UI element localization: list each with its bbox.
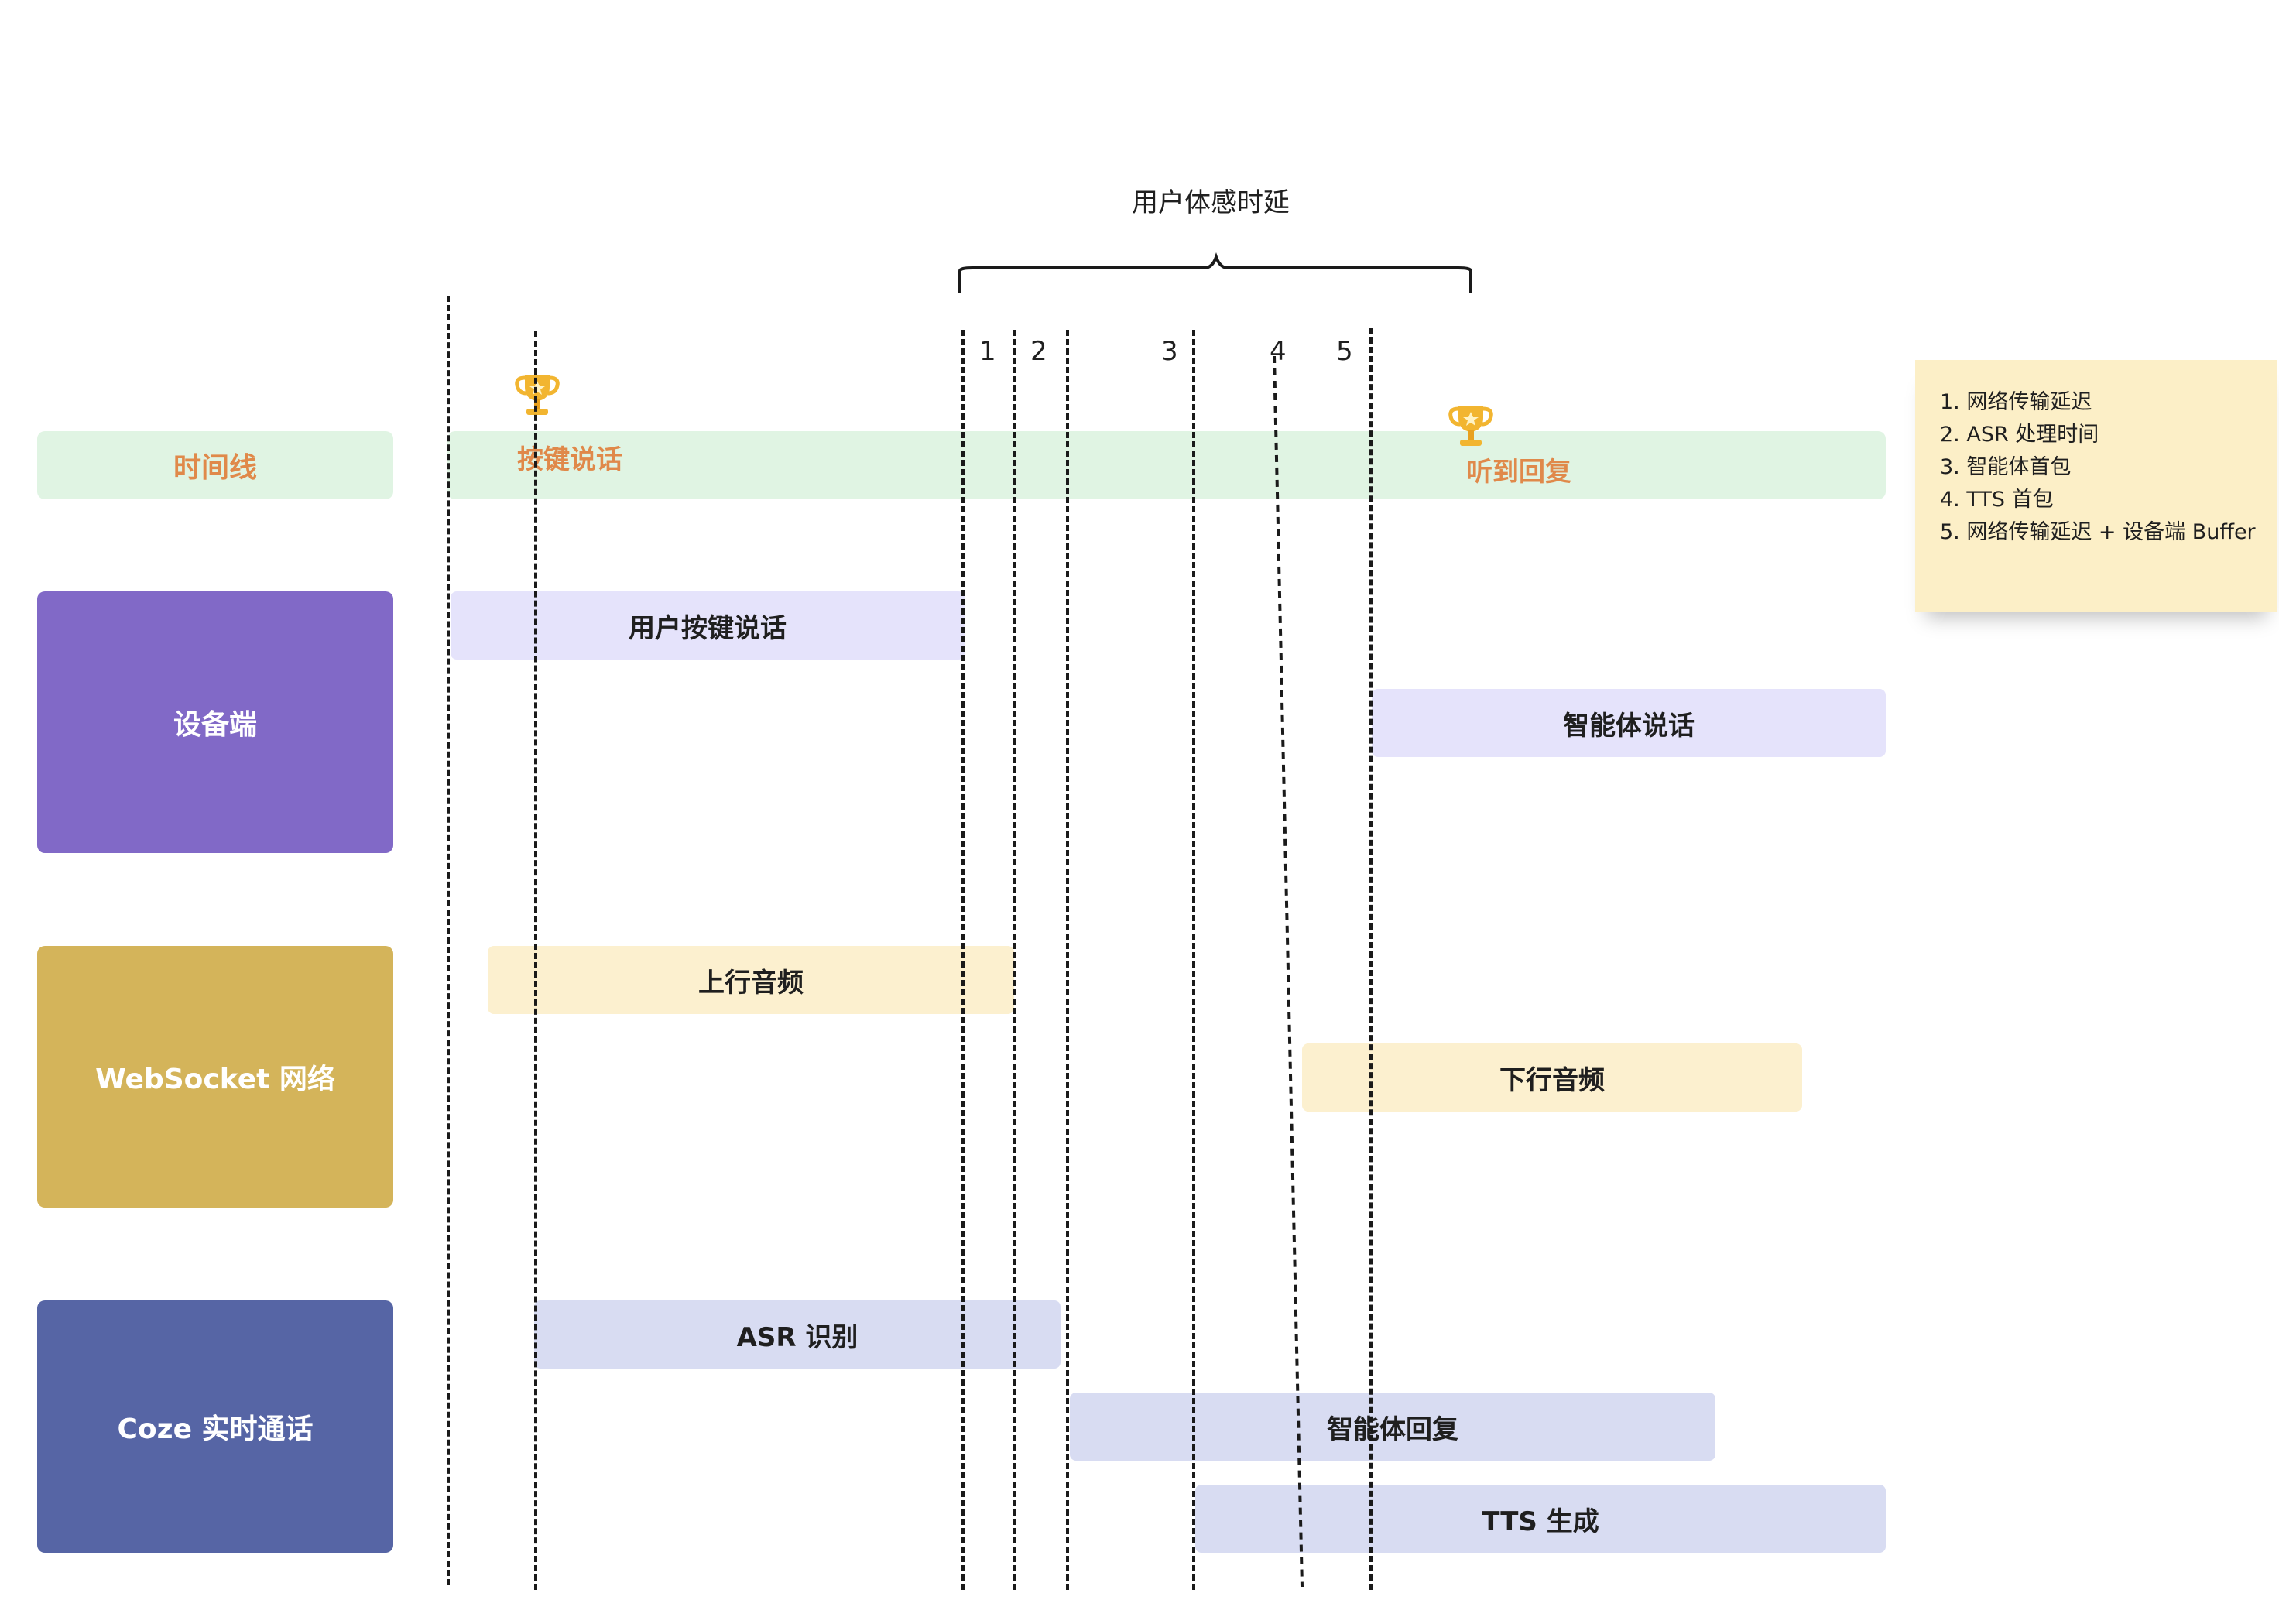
- timeline-band: [447, 431, 1886, 499]
- marker-1: 1: [979, 336, 996, 367]
- bar-uplink-label: 上行音频: [698, 967, 804, 999]
- bar-user-speak: 用户按键说话: [451, 591, 965, 660]
- note-item: 1. 网络传输延迟: [1940, 390, 2092, 414]
- marker-2: 2: [1030, 336, 1047, 367]
- note-item: 4. TTS 首包: [1940, 488, 2054, 512]
- event-press-label: 按键说话: [517, 444, 622, 475]
- note-item: 2. ASR 处理时间: [1940, 423, 2099, 447]
- note-item: 5. 网络传输延迟 + 设备端 Buffer: [1940, 520, 2256, 544]
- bar-user-speak-label: 用户按键说话: [629, 612, 787, 644]
- latency-title: 用户体感时延: [1132, 187, 1290, 218]
- latency-notes: 1. 网络传输延迟 2. ASR 处理时间 3. 智能体首包 4. TTS 首包…: [1915, 360, 2277, 612]
- bar-agent-reply: 智能体回复: [1070, 1393, 1715, 1461]
- bar-downlink-label: 下行音频: [1499, 1064, 1605, 1096]
- marker-line-5: [1369, 328, 1373, 1590]
- event-hear-label: 听到回复: [1466, 457, 1571, 488]
- latency-brace: [958, 252, 1472, 293]
- marker-line-5-slanted: [1273, 356, 1304, 1587]
- press-line: [534, 331, 537, 1590]
- bar-tts-label: TTS 生成: [1482, 1506, 1599, 1537]
- marker-line-1: [961, 330, 965, 1590]
- bar-asr: ASR 识别: [534, 1300, 1061, 1369]
- bar-tts: TTS 生成: [1195, 1485, 1886, 1553]
- timeline-start-line: [447, 296, 450, 1585]
- bar-uplink: 上行音频: [488, 946, 1014, 1014]
- lane-label-timeline: 时间线: [37, 431, 393, 499]
- lane-label-device: 设备端: [37, 591, 393, 853]
- lane-label-coze-text: Coze 实时通话: [117, 1413, 314, 1445]
- lane-label-timeline-text: 时间线: [173, 452, 257, 484]
- marker-5: 5: [1336, 336, 1353, 367]
- bar-asr-label: ASR 识别: [736, 1321, 858, 1353]
- marker-line-2: [1013, 330, 1016, 1590]
- marker-3: 3: [1161, 336, 1178, 367]
- lane-label-coze: Coze 实时通话: [37, 1300, 393, 1553]
- bar-downlink: 下行音频: [1302, 1043, 1802, 1112]
- lane-label-network-text: WebSocket 网络: [95, 1064, 335, 1095]
- lane-label-device-text: 设备端: [173, 709, 257, 741]
- marker-line-4: [1192, 330, 1195, 1590]
- bar-agent-reply-label: 智能体回复: [1327, 1413, 1458, 1445]
- bar-agent-speak: 智能体说话: [1372, 689, 1886, 757]
- trophy-icon: [1448, 406, 1493, 446]
- trophy-icon: [515, 375, 560, 415]
- lane-label-network: WebSocket 网络: [37, 946, 393, 1208]
- note-item: 3. 智能体首包: [1940, 455, 2072, 479]
- marker-line-3: [1066, 330, 1069, 1590]
- bar-agent-speak-label: 智能体说话: [1563, 710, 1695, 742]
